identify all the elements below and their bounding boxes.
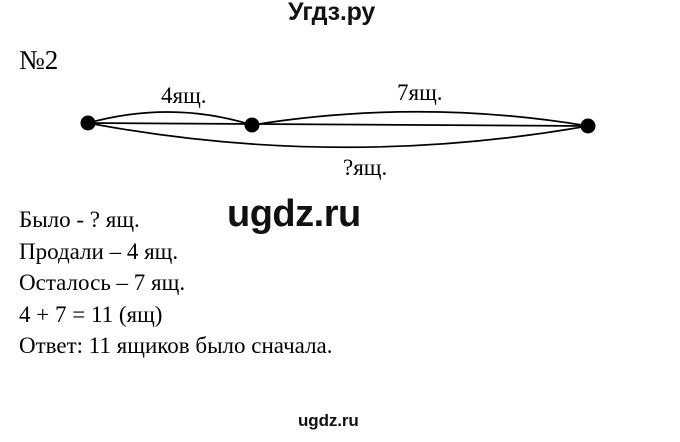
middle-node: [244, 117, 260, 133]
solution-line: Осталось – 7 ящ.: [19, 270, 186, 295]
arc-right-segment: [251, 110, 589, 127]
watermark-top: Угдз.ру: [288, 0, 376, 26]
arc-total-segment: [87, 122, 589, 149]
bar-model-diagram: 4ящ. 7ящ. ?ящ.: [0, 0, 680, 200]
arc-total-label: ?ящ.: [343, 155, 388, 180]
arc-left-label: 4ящ.: [161, 83, 207, 108]
watermark-bottom: ugdz.ru: [298, 411, 359, 430]
solution-line: 4 + 7 = 11 (ящ): [19, 301, 163, 327]
arc-right-label: 7ящ.: [397, 80, 443, 105]
solution-line: Ответ: 11 ящиков было сначала.: [19, 333, 333, 358]
task-number: №2: [19, 45, 59, 75]
baseline-segment: [87, 122, 589, 127]
solution-line: Продали – 4 ящ.: [19, 238, 179, 264]
end-node: [580, 118, 596, 134]
start-node: [80, 115, 96, 131]
watermark-center: ugdz.ru: [227, 193, 361, 235]
diagram-svg: [80, 110, 596, 149]
arc-left-segment: [87, 111, 253, 126]
solution-block: Было - ? ящ. Продали – 4 ящ. Осталось – …: [19, 204, 639, 362]
solution-line: Было - ? ящ.: [19, 207, 140, 232]
